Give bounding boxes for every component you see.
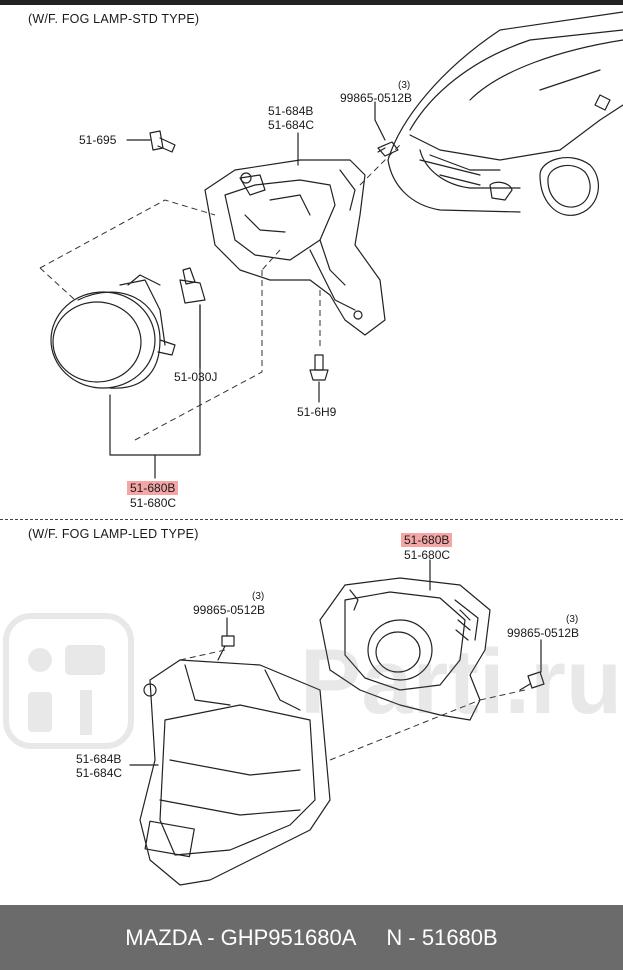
- label-51-684c-top[interactable]: 51-684C: [268, 118, 315, 132]
- qty-bolt-bottom-right: (3): [566, 614, 579, 625]
- label-99865-bottom-right[interactable]: 99865-0512B: [507, 626, 580, 640]
- bolt-99865-bottom-right: [519, 671, 545, 691]
- top-rule: [0, 0, 623, 5]
- footer-oem-number: MAZDA - GHP951680A: [125, 924, 357, 950]
- label-51-680b-top[interactable]: 51-680B: [127, 481, 179, 495]
- label-51-684b-bottom[interactable]: 51-684B: [76, 752, 122, 766]
- label-51-680c-top[interactable]: 51-680C: [130, 496, 177, 510]
- bolt-99865-bottom-left: [217, 635, 235, 661]
- label-51-6h9[interactable]: 51-6H9: [297, 405, 337, 419]
- label-51-680c-bottom[interactable]: 51-680C: [404, 548, 451, 562]
- label-51-680b-bottom[interactable]: 51-680B: [401, 533, 453, 547]
- screw-51-6H9: [309, 354, 329, 403]
- qty-bolt-bottom-left: (3): [252, 591, 265, 602]
- bolt-51-695: [149, 130, 176, 153]
- label-51-695[interactable]: 51-695: [79, 133, 117, 147]
- label-51-684c-bottom[interactable]: 51-684C: [76, 766, 123, 780]
- led-bracket: [139, 659, 331, 886]
- footer-part-number: N - 51680B: [386, 924, 498, 950]
- section-title-std: (W/F. FOG LAMP-STD TYPE): [28, 12, 200, 26]
- label-51-684b-top[interactable]: 51-684B: [268, 104, 314, 118]
- vehicle-outline: [387, 11, 623, 216]
- section-title-led: (W/F. FOG LAMP-LED TYPE): [28, 527, 199, 541]
- bulb-51-030J: [179, 267, 206, 304]
- top-bracket: [204, 159, 386, 336]
- footer-bar: MAZDA - GHP951680A N - 51680B: [0, 905, 623, 970]
- qty-bolt-top: (3): [398, 80, 411, 91]
- parts-diagram: [39, 11, 623, 886]
- fog-lamp-std: [50, 274, 176, 389]
- bolt-99865-top: [377, 141, 399, 157]
- fog-lamp-led: [319, 577, 491, 721]
- label-99865-bottom-left[interactable]: 99865-0512B: [193, 603, 266, 617]
- label-99865-top[interactable]: 99865-0512B: [340, 91, 413, 105]
- label-51-030j[interactable]: 51-030J: [174, 370, 218, 384]
- section-divider: [0, 519, 623, 520]
